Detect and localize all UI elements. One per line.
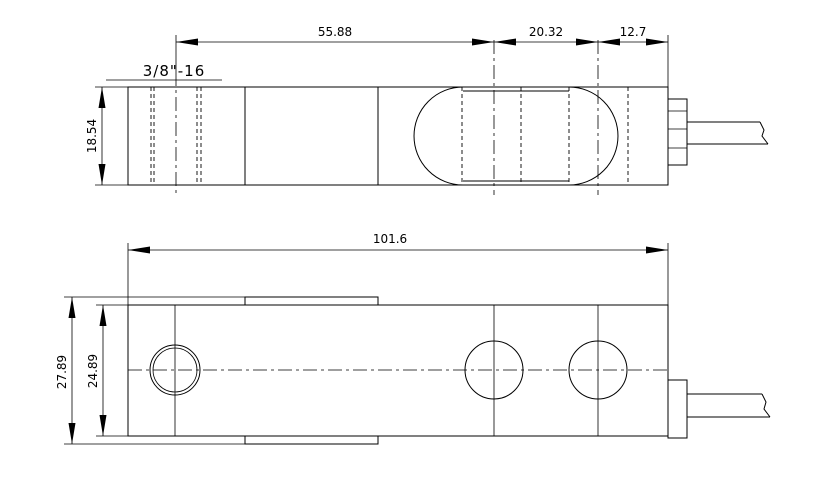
cable-break <box>759 121 769 145</box>
arrowhead <box>176 38 198 46</box>
arrowhead <box>472 38 494 46</box>
front-view-body-outline <box>127 304 669 437</box>
dim-101-6: 101.6 <box>127 232 669 305</box>
arrowhead <box>576 38 598 46</box>
cover-plate-bottom <box>244 435 379 445</box>
cable-gland <box>667 379 688 439</box>
top-view <box>127 40 769 195</box>
arrowhead <box>99 305 107 326</box>
dim-label-101-6: 101.6 <box>373 232 407 246</box>
thread-callout: 3/8"-16 <box>106 62 222 81</box>
dim-24-89: 24.89 <box>86 304 128 437</box>
arrowhead <box>68 297 76 318</box>
cable-gland <box>667 98 688 166</box>
arrowhead <box>98 164 106 185</box>
front-view <box>127 296 771 445</box>
dim-label-20-32: 20.32 <box>529 25 563 39</box>
dim-18-54: 18.54 <box>85 86 128 186</box>
slot-outline <box>413 86 619 186</box>
cable-break <box>761 393 771 418</box>
arrowhead <box>98 87 106 108</box>
arrowhead <box>646 38 668 46</box>
arrowhead <box>99 415 107 436</box>
dim-label-55-88: 55.88 <box>318 25 352 39</box>
thread-label: 3/8"-16 <box>143 62 206 80</box>
gauge-pocket <box>244 86 379 186</box>
arrowhead <box>646 246 668 254</box>
dim-label-18-54: 18.54 <box>85 119 99 153</box>
dim-label-12-7: 12.7 <box>620 25 647 39</box>
arrowhead <box>494 38 516 46</box>
top-view-body-outline <box>127 86 669 186</box>
top-dimensions: 55.88 20.32 12.7 <box>175 25 669 87</box>
dim-label-27-89: 27.89 <box>55 355 69 389</box>
dim-27-89: 27.89 <box>55 296 245 445</box>
arrowhead <box>598 38 620 46</box>
arrowhead <box>68 423 76 444</box>
dim-label-24-89: 24.89 <box>86 354 100 388</box>
arrowhead <box>128 246 150 254</box>
cover-plate-top <box>244 296 379 306</box>
